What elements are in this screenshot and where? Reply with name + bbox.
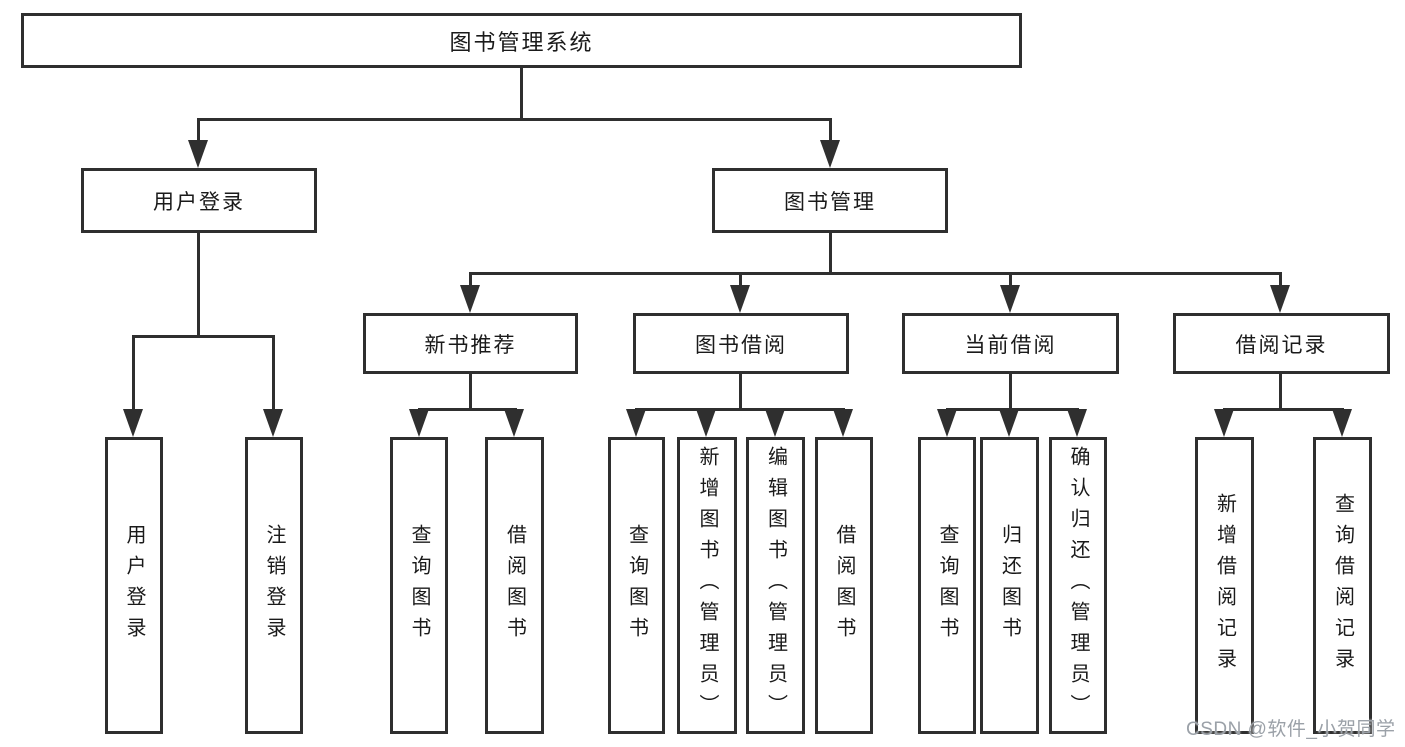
connector-l3-stem [739, 272, 742, 290]
leaf-label: 查询图书 [408, 523, 430, 648]
leaf-label: 查询图书 [936, 523, 958, 648]
arrow-down-icon [504, 409, 524, 437]
arrow-down-icon [1000, 285, 1020, 313]
connector-l3-down [1009, 374, 1012, 410]
node-new-book-recommend: 新书推荐 [363, 313, 578, 374]
connector-book-mgmt-stem [829, 118, 832, 146]
connector-l3-down [1279, 374, 1282, 410]
leaf-label: 用户登录 [123, 523, 145, 648]
arrow-down-icon [833, 409, 853, 437]
leaf-add-book-admin: 新增图书（管理员） [677, 437, 737, 734]
connector-root-stem [520, 68, 523, 120]
arrow-down-icon [1270, 285, 1290, 313]
leaf-edit-book-admin: 编辑图书（管理员） [746, 437, 805, 734]
csdn-watermark: CSDN @软件_小贺同学 [1186, 719, 1396, 740]
leaf-query-books-2: 查询图书 [608, 437, 665, 734]
connector-l3-stem [1009, 272, 1012, 290]
leaf-label: 借阅图书 [503, 523, 526, 648]
node-current-borrow-label: 当前借阅 [964, 333, 1057, 357]
arrow-down-icon [123, 409, 143, 437]
leaf-borrow-books-1: 借阅图书 [485, 437, 544, 734]
arrow-down-icon [1214, 409, 1234, 437]
leaf-return-book: 归还图书 [980, 437, 1039, 734]
arrow-down-icon [820, 140, 840, 168]
leaf-label: 新增借阅记录 [1213, 492, 1236, 679]
node-current-borrow: 当前借阅 [902, 313, 1119, 374]
node-book-borrow-label: 图书借阅 [695, 333, 787, 357]
leaf-label: 新增图书（管理员） [696, 446, 718, 725]
connector-l3-down [469, 374, 472, 410]
connector-l3-stem [469, 272, 472, 290]
leaf-label: 编辑图书（管理员） [764, 446, 787, 725]
node-root: 图书管理系统 [21, 13, 1022, 68]
leaf-borrow-books-2: 借阅图书 [815, 437, 873, 734]
leaf-label: 归还图书 [998, 523, 1021, 648]
arrow-down-icon [1332, 409, 1352, 437]
connector-leaf-stem [272, 335, 275, 413]
leaf-query-books-3: 查询图书 [918, 437, 976, 734]
node-book-borrow: 图书借阅 [633, 313, 849, 374]
connector-group-bar [1223, 408, 1343, 411]
arrow-down-icon [1067, 409, 1087, 437]
connector-level2-bar [197, 118, 831, 121]
connector-l3-stem [1279, 272, 1282, 290]
leaf-query-borrow-record: 查询借阅记录 [1313, 437, 1372, 734]
connector-user-login-down [197, 233, 200, 338]
arrow-down-icon [765, 409, 785, 437]
arrow-down-icon [696, 409, 716, 437]
connector-user-login-stem [197, 118, 200, 146]
leaf-label: 查询图书 [625, 523, 648, 648]
node-book-management: 图书管理 [712, 168, 948, 233]
node-borrow-records: 借阅记录 [1173, 313, 1390, 374]
connector-level3-bar [469, 272, 1282, 275]
arrow-down-icon [730, 285, 750, 313]
arrow-down-icon [460, 285, 480, 313]
connector-leaf-stem [132, 335, 135, 413]
leaf-user-login: 用户登录 [105, 437, 163, 734]
node-book-management-label: 图书管理 [784, 190, 876, 214]
leaf-logout: 注销登录 [245, 437, 303, 734]
arrow-down-icon [188, 140, 208, 168]
arrow-down-icon [626, 409, 646, 437]
connector-group-bar [418, 408, 517, 411]
leaf-add-borrow-record: 新增借阅记录 [1195, 437, 1254, 734]
node-root-label: 图书管理系统 [449, 29, 594, 55]
arrow-down-icon [409, 409, 429, 437]
leaf-query-books-1: 查询图书 [390, 437, 448, 734]
node-user-login: 用户登录 [81, 168, 317, 233]
node-user-login-label: 用户登录 [153, 190, 245, 214]
arrow-down-icon [999, 409, 1019, 437]
leaf-label: 确认归还（管理员） [1067, 446, 1089, 725]
connector-book-mgmt-down [829, 233, 832, 274]
connector-user-login-bar [132, 335, 275, 338]
node-borrow-records-label: 借阅记录 [1235, 333, 1328, 357]
leaf-label: 注销登录 [263, 523, 285, 648]
node-new-book-recommend-label: 新书推荐 [424, 333, 517, 357]
arrow-down-icon [937, 409, 957, 437]
connector-l3-down [739, 374, 742, 410]
leaf-label: 查询借阅记录 [1331, 492, 1354, 679]
leaf-label: 借阅图书 [833, 523, 855, 648]
leaf-confirm-return-admin: 确认归还（管理员） [1049, 437, 1107, 734]
arrow-down-icon [263, 409, 283, 437]
connector-group-bar [635, 408, 845, 411]
